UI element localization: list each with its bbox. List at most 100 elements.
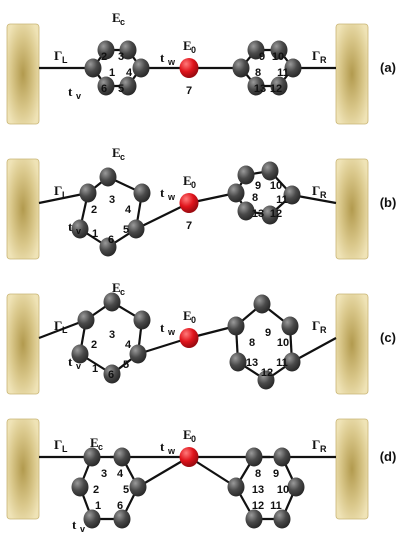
panel-label: (c) — [380, 330, 396, 345]
e0-label-subscript: 0 — [191, 315, 196, 325]
gamma-right-label-subscript: R — [320, 190, 327, 200]
center-atom — [179, 328, 199, 348]
right-ring-atom — [247, 76, 265, 96]
site-number: 8 — [252, 192, 258, 204]
left-ring-atom — [103, 364, 121, 384]
tv-label-symbol: t — [68, 354, 73, 369]
tw-label-symbol: t — [160, 439, 165, 454]
site-number: 12 — [261, 367, 273, 379]
site-number: 6 — [108, 234, 114, 246]
gamma-left-label-symbol: Γ — [54, 48, 62, 63]
left-ring-atom — [97, 76, 115, 96]
ec-label-symbol: E — [112, 10, 121, 25]
site-number: 3 — [101, 468, 107, 480]
right-ring-atom — [227, 477, 245, 497]
site-number: 5 — [123, 484, 129, 496]
site-number: 9 — [255, 180, 261, 192]
panel-label: (d) — [380, 449, 397, 464]
gamma-right-label-symbol: Γ — [312, 48, 320, 63]
ec-label-subscript: c — [98, 442, 103, 452]
left-ring-atom — [119, 76, 137, 96]
right-ring-atom — [283, 352, 301, 372]
right-ring-atom — [227, 183, 245, 203]
gamma-left-label-subscript: L — [62, 190, 68, 200]
right-ring-atom — [261, 205, 279, 225]
site-number: 5 — [123, 224, 129, 236]
right-ring-atom — [284, 58, 302, 78]
site-number: 11 — [277, 67, 289, 79]
gamma-right-label-symbol: Γ — [312, 318, 320, 333]
site-number: 5 — [118, 83, 124, 95]
left-ring-atom — [83, 509, 101, 529]
left-ring-atom — [129, 477, 147, 497]
site-number: 12 — [252, 500, 264, 512]
right-ring-atom — [270, 76, 288, 96]
tw-label-subscript: w — [167, 57, 176, 67]
e0-label-symbol: E — [183, 427, 192, 442]
gamma-right-label-subscript: R — [320, 325, 327, 335]
center-atom — [179, 58, 199, 78]
panel-label: (a) — [380, 60, 396, 75]
site-number: 9 — [265, 327, 271, 339]
left-ring-atom — [127, 219, 145, 239]
tv-label-subscript: v — [80, 524, 85, 534]
left-ring-atom — [99, 167, 117, 187]
site-number: 13 — [254, 83, 266, 95]
left-ring-atom — [133, 310, 151, 330]
site-number: 3 — [118, 51, 124, 63]
right-ring-atom — [227, 316, 245, 336]
right-ring-atom — [281, 316, 299, 336]
tv-label-symbol: t — [68, 84, 73, 99]
tv-label-subscript: v — [76, 91, 81, 101]
site-number: 6 — [101, 83, 107, 95]
e0-label-subscript: 0 — [191, 434, 196, 444]
site-number: 2 — [93, 484, 99, 496]
site-number: 13 — [252, 484, 264, 496]
site-number: 2 — [101, 51, 107, 63]
right-ring-atom — [261, 161, 279, 181]
site-number: 12 — [270, 208, 282, 220]
left-lead — [6, 158, 40, 260]
left-ring-atom — [97, 40, 115, 60]
site-number: 10 — [277, 484, 289, 496]
site-number: 7 — [186, 220, 192, 232]
gamma-right-label-symbol: Γ — [312, 183, 320, 198]
right-lead — [335, 158, 369, 260]
site-number: 3 — [109, 194, 115, 206]
gamma-right-label-subscript: R — [320, 55, 327, 65]
right-ring-atom — [273, 447, 291, 467]
site-number: 8 — [255, 468, 261, 480]
gamma-left-label-symbol: Γ — [54, 183, 62, 198]
site-number: 8 — [255, 67, 261, 79]
left-ring-atom — [83, 447, 101, 467]
site-number: 11 — [276, 194, 288, 206]
tv-label-subscript: v — [76, 361, 81, 371]
site-number: 6 — [117, 500, 123, 512]
left-ring-atom — [103, 292, 121, 312]
site-number: 11 — [276, 357, 288, 369]
gamma-right-label-symbol: Γ — [312, 437, 320, 452]
right-ring-atom — [229, 352, 247, 372]
ec-label-symbol: E — [90, 435, 99, 450]
tv-label-subscript: v — [76, 226, 81, 236]
right-ring-atom — [247, 40, 265, 60]
site-number: 6 — [108, 369, 114, 381]
left-ring-atom — [77, 310, 95, 330]
left-ring-atom — [129, 344, 147, 364]
ec-label-subscript: c — [120, 152, 125, 162]
right-ring-atom — [237, 165, 255, 185]
